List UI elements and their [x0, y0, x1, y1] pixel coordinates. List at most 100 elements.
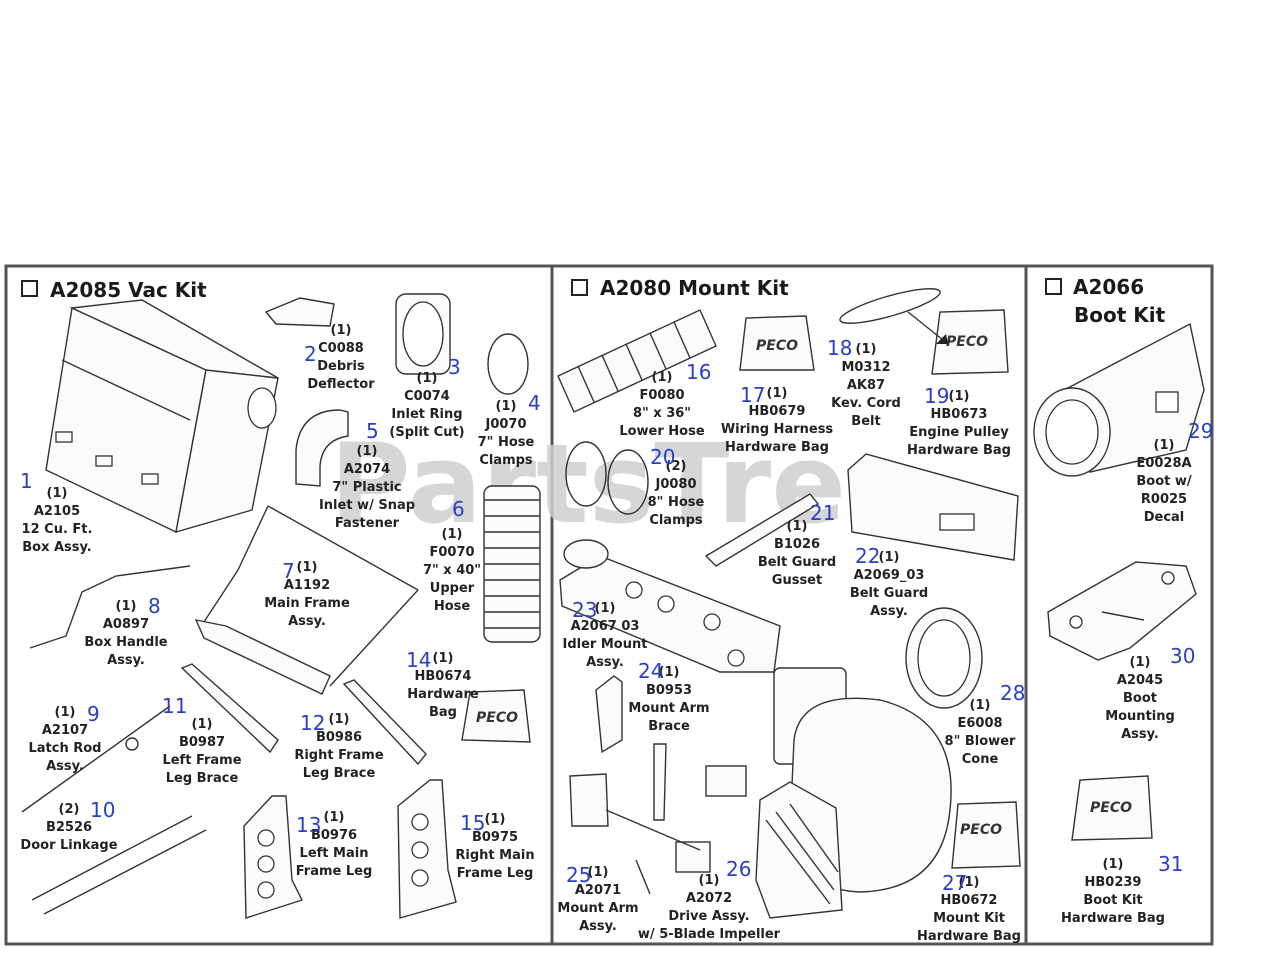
- callout-4: 4: [528, 391, 541, 415]
- mount-arm-brace-drawing: [595, 675, 623, 754]
- callout-17: 17: [740, 383, 765, 407]
- boot-kit-checkbox: [1045, 278, 1062, 295]
- blower-cone-drawing: [905, 607, 983, 709]
- callout-7: 7: [282, 559, 295, 583]
- latch-rod-drawing: [21, 705, 171, 813]
- callout-1: 1: [20, 469, 33, 493]
- belt-arrowhead: [936, 334, 948, 344]
- boot-mounting-drawing: [1047, 561, 1197, 661]
- callout-14: 14: [406, 648, 431, 672]
- boot-drawing: [1033, 322, 1205, 477]
- hardware-bag-19-drawing: PECO: [931, 309, 1009, 375]
- hose-clamp-8-drawing: [565, 441, 649, 515]
- callout-24: 24: [638, 659, 663, 683]
- vac-kit-checkbox: [21, 280, 38, 297]
- bag-brand-27: PECO: [960, 822, 1002, 838]
- callout-23: 23: [572, 598, 597, 622]
- callout-20: 20: [650, 445, 675, 469]
- kit-title-boot: A2066: [1073, 275, 1144, 299]
- belt-guard-gusset-drawing: [704, 493, 820, 567]
- callout-29: 29: [1188, 419, 1213, 443]
- callout-25: 25: [566, 863, 591, 887]
- callout-11: 11: [162, 694, 187, 718]
- hardware-bag-17-drawing: PECO: [739, 315, 815, 371]
- callout-8: 8: [148, 594, 161, 618]
- left-main-frame-leg-drawing: [243, 795, 303, 919]
- callout-28: 28: [1000, 681, 1025, 705]
- idler-mount-drawing: [559, 539, 781, 673]
- callout-19: 19: [924, 384, 949, 408]
- bag-brand-19: PECO: [946, 334, 988, 350]
- callout-2: 2: [304, 342, 317, 366]
- inlet-ring-drawing: [395, 293, 451, 375]
- hose-clamp-7-drawing: [487, 333, 529, 395]
- lower-hose-drawing: [557, 309, 717, 413]
- diagram-frame: [4, 264, 1214, 946]
- left-frame-leg-brace-drawing: [180, 663, 279, 754]
- right-main-frame-leg-drawing: [397, 779, 457, 919]
- callout-3: 3: [448, 355, 461, 379]
- callout-9: 9: [87, 702, 100, 726]
- door-linkage-drawing: [31, 815, 207, 915]
- kit-title-vac: A2085 Vac Kit: [50, 278, 207, 302]
- bag-brand-14: PECO: [476, 710, 518, 726]
- mount-kit-checkbox: [571, 279, 588, 296]
- hardware-bag-27-drawing: PECO: [951, 801, 1021, 869]
- kit-subtitle-boot: Boot Kit: [1074, 303, 1166, 327]
- callout-10: 10: [90, 798, 115, 822]
- bag-brand-17: PECO: [756, 338, 798, 354]
- callout-31: 31: [1158, 852, 1183, 876]
- watermark: PartsTree: [330, 420, 921, 548]
- callout-13: 13: [296, 813, 321, 837]
- plastic-inlet-drawing: [295, 409, 349, 487]
- callout-26: 26: [726, 857, 751, 881]
- callout-5: 5: [366, 419, 379, 443]
- callout-21: 21: [810, 501, 835, 525]
- upper-hose-drawing: [483, 485, 541, 643]
- drive-assembly-drawing: [705, 667, 952, 919]
- hardware-bag-14-drawing: PECO: [461, 689, 531, 743]
- hardware-bag-31-drawing: PECO: [1071, 775, 1153, 841]
- right-frame-leg-brace-drawing: [342, 679, 427, 766]
- callout-15: 15: [460, 811, 485, 835]
- callout-12: 12: [300, 711, 325, 735]
- box-handle-drawing: [29, 565, 191, 649]
- callout-22: 22: [855, 544, 880, 568]
- callout-6: 6: [452, 497, 465, 521]
- kit-title-mount: A2080 Mount Kit: [600, 276, 789, 300]
- callout-16: 16: [686, 360, 711, 384]
- belt-drawing: [839, 288, 941, 324]
- mount-arm-drawing: [569, 743, 711, 895]
- main-frame-drawing: [194, 505, 419, 695]
- callout-30: 30: [1170, 644, 1195, 668]
- belt-arrow: [907, 311, 949, 345]
